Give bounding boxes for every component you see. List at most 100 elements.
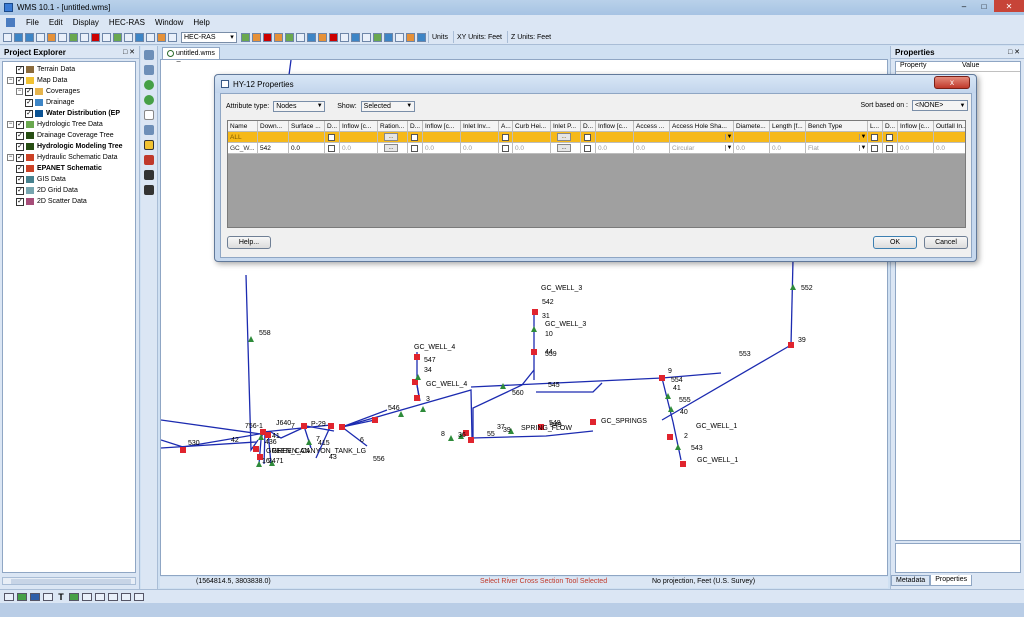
pipe-link[interactable]: [305, 425, 335, 432]
grid-cell[interactable]: [340, 132, 378, 143]
tree-item[interactable]: ✓Hydrologic Modeling Tree: [3, 141, 135, 152]
checkbox-icon[interactable]: [886, 133, 893, 141]
cross-section-tool-icon[interactable]: [144, 140, 154, 150]
node-marker[interactable]: [680, 461, 686, 467]
help-button[interactable]: Help...: [227, 236, 271, 249]
column-header[interactable]: Inflow [c...: [596, 121, 634, 132]
checkbox-icon[interactable]: ✓: [16, 65, 24, 74]
pipe-link[interactable]: [472, 369, 535, 438]
pipe-link[interactable]: [161, 419, 262, 435]
pipe-link[interactable]: [661, 377, 674, 423]
checkbox-icon[interactable]: ✓: [16, 197, 24, 206]
pipe-link[interactable]: [470, 377, 663, 388]
pipe-link[interactable]: [161, 441, 257, 449]
select-icon[interactable]: [274, 32, 283, 42]
flow-arrow-icon[interactable]: [668, 406, 674, 412]
new-file-icon[interactable]: [3, 32, 12, 42]
flow-icon[interactable]: [318, 32, 327, 42]
checkbox-icon[interactable]: [502, 133, 509, 141]
flow-arrow-icon[interactable]: [790, 284, 796, 290]
tab-properties[interactable]: Properties: [930, 575, 973, 586]
flow-arrow-icon[interactable]: [508, 428, 514, 434]
maximize-icon[interactable]: □: [981, 1, 987, 11]
grid-cell[interactable]: 542: [258, 143, 289, 154]
grid-cell[interactable]: [289, 132, 325, 143]
checkbox-icon[interactable]: [584, 133, 591, 141]
grid-cell[interactable]: [423, 132, 461, 143]
tree-item[interactable]: −✓Hydrologic Tree Data: [3, 119, 135, 130]
tree-item[interactable]: −✓Map Data: [3, 75, 135, 86]
column-header[interactable]: Inflow [c...: [423, 121, 461, 132]
frame-icon[interactable]: [69, 32, 78, 42]
grid-cell[interactable]: 0.0: [340, 143, 378, 154]
node-marker[interactable]: [590, 419, 596, 425]
checkbox-icon[interactable]: ✓: [16, 76, 24, 85]
checkbox-icon[interactable]: ✓: [25, 109, 33, 118]
import-icon[interactable]: [47, 32, 56, 42]
ellipsis-button[interactable]: ...: [384, 133, 398, 141]
pipe-link[interactable]: [661, 372, 722, 379]
flag-icon[interactable]: [329, 32, 338, 42]
grid-checkbox-cell[interactable]: [883, 132, 898, 143]
flow-arrow-icon[interactable]: [448, 435, 454, 441]
text-tool-icon[interactable]: T: [58, 591, 64, 602]
node-marker[interactable]: [414, 395, 420, 401]
column-header[interactable]: Name: [228, 121, 258, 132]
flow-arrow-icon[interactable]: [269, 460, 275, 466]
pipe-link[interactable]: [341, 419, 376, 428]
checkbox-icon[interactable]: ✓: [16, 131, 24, 140]
model-select[interactable]: HEC-RAS ▾: [181, 31, 237, 43]
grid-cell[interactable]: 0.0: [898, 143, 934, 154]
column-header[interactable]: Inflow [c...: [340, 121, 378, 132]
units-button[interactable]: Units: [428, 31, 451, 43]
grid-cell[interactable]: [461, 132, 499, 143]
node-marker[interactable]: [339, 424, 345, 430]
pipe-link[interactable]: [341, 409, 388, 428]
ellipse-tool-icon[interactable]: [30, 592, 40, 601]
pipe-link[interactable]: [471, 430, 594, 439]
pipe-link[interactable]: [341, 426, 368, 447]
ellipsis-button[interactable]: ...: [384, 144, 398, 152]
grid-cell[interactable]: [258, 132, 289, 143]
layer-icon[interactable]: [340, 32, 349, 42]
node-marker[interactable]: [468, 437, 474, 443]
checkbox-icon[interactable]: [411, 133, 418, 141]
tree-horizontal-scrollbar[interactable]: [2, 577, 136, 585]
flow-arrow-icon[interactable]: [415, 374, 421, 380]
column-header[interactable]: D...: [325, 121, 340, 132]
column-header[interactable]: Access Hole Sha...: [670, 121, 734, 132]
node-marker[interactable]: [257, 454, 263, 460]
tab-metadata[interactable]: Metadata: [891, 575, 931, 586]
node-marker[interactable]: [532, 309, 538, 315]
collapse-icon[interactable]: −: [7, 121, 14, 128]
pipe-link[interactable]: [182, 431, 272, 448]
grid-cell[interactable]: 0.0: [934, 143, 965, 154]
grid-cell[interactable]: GC_W...: [228, 143, 258, 154]
node-marker[interactable]: [301, 423, 307, 429]
checkbox-icon[interactable]: [328, 144, 335, 152]
tree-item[interactable]: −✓Coverages: [3, 86, 135, 97]
rotate-icon[interactable]: [144, 80, 154, 90]
column-header[interactable]: Inflow [c...: [898, 121, 934, 132]
pipe-link[interactable]: [661, 344, 792, 421]
column-header[interactable]: Outfall In...: [934, 121, 965, 132]
node-tool-icon[interactable]: [144, 185, 154, 195]
panel-close-icon[interactable]: □ ✕: [1007, 49, 1020, 56]
flow-arrow-icon[interactable]: [306, 439, 312, 445]
node-marker[interactable]: [538, 424, 544, 430]
chevron-down-icon[interactable]: ▼: [859, 145, 867, 151]
model-icon[interactable]: [135, 32, 144, 42]
pipe-link[interactable]: [536, 382, 603, 393]
node-marker[interactable]: [328, 423, 334, 429]
node-marker[interactable]: [659, 375, 665, 381]
frame-tool-icon[interactable]: [144, 110, 154, 120]
tree-item[interactable]: −✓Hydraulic Schematic Data: [3, 152, 135, 163]
grid-cell[interactable]: [634, 132, 670, 143]
schematic-icon[interactable]: [395, 32, 404, 42]
chevron-down-icon[interactable]: ▼: [725, 145, 733, 151]
pipe-link[interactable]: [672, 421, 682, 461]
checkbox-icon[interactable]: [411, 144, 418, 152]
help-icon[interactable]: [168, 32, 177, 42]
pipe-link[interactable]: [263, 431, 266, 465]
grid-cell[interactable]: 0.0: [289, 143, 325, 154]
